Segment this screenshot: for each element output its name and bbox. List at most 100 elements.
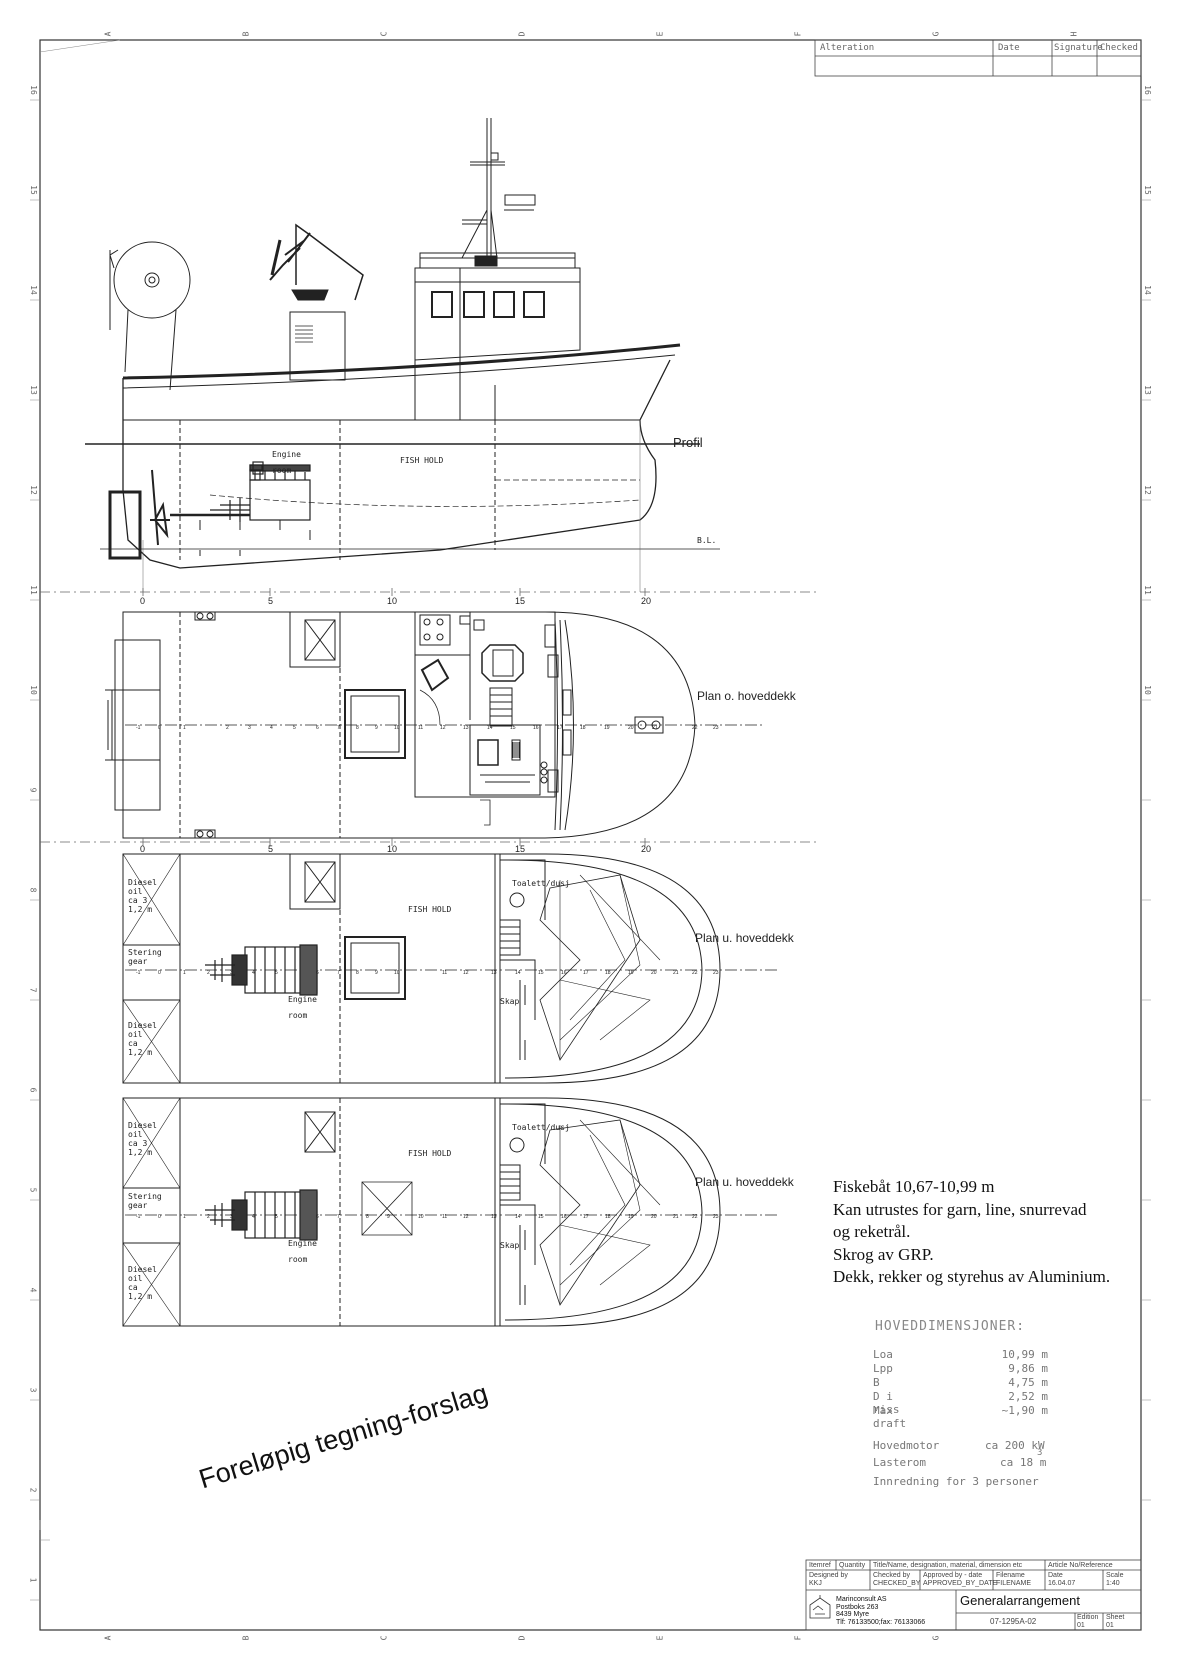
- lower-2-locker: Skap: [500, 1241, 520, 1250]
- lower1-frame-6: 6: [316, 970, 319, 976]
- lower-1-diesel-bottom: Diesel oil ca 1,2 m: [128, 1021, 157, 1057]
- profile-baseline: B.L.: [697, 536, 717, 545]
- lower1-frame-20: 20: [651, 970, 657, 976]
- lower-1-toilet: Toalett/dusj: [512, 879, 570, 888]
- lower2-frame-0: 0: [158, 1214, 161, 1220]
- accommodation-text: Innredning for 3 personer: [873, 1475, 1039, 1488]
- profile-view: [85, 118, 720, 569]
- lower2-frame-m1: -1: [136, 1214, 141, 1220]
- lower1-frame-22: 22: [692, 970, 698, 976]
- grid-number-12-right: 12: [1142, 485, 1152, 495]
- tb-drawing-number: 07-1295A-02: [990, 1617, 1037, 1626]
- lower2-frame-15: 15: [538, 1214, 544, 1220]
- upper-frame-0: 0: [158, 725, 161, 731]
- lower1-frame-3: 3: [230, 970, 233, 976]
- grid-number-8: 8: [28, 887, 38, 893]
- tb-date-label: Date: [1048, 1572, 1063, 1579]
- upper-frame-3: 3: [248, 725, 251, 731]
- lower2-frame-19: 19: [628, 1214, 634, 1220]
- lower1-frame-m1: -1: [136, 970, 141, 976]
- grid-number-11-right: 11: [1142, 585, 1152, 595]
- grid-letter-b: B: [241, 31, 251, 37]
- rev-header-signature: Signature: [1054, 43, 1103, 53]
- upper-frame-1: 1: [183, 725, 186, 731]
- grid-letter-d-bottom: D: [517, 1635, 527, 1641]
- rev-header-checked: Checked: [1100, 43, 1138, 53]
- grid-letter-e: E: [655, 31, 665, 37]
- grid-letter-e-bottom: E: [655, 1635, 665, 1641]
- tb-designed-by-label: Designed by: [809, 1572, 848, 1579]
- lower1-frame-18: 18: [605, 970, 611, 976]
- grid-number-16-right: 16: [1142, 85, 1152, 95]
- upper-frame-4: 4: [270, 725, 273, 731]
- upper-frame-10: 10: [394, 725, 400, 731]
- lower1-frame-9: 9: [375, 970, 378, 976]
- upper-deck-frame-scale: [40, 838, 820, 846]
- lower1-frame-14: 14: [515, 970, 521, 976]
- tb-edition: 01: [1077, 1622, 1085, 1629]
- tb-itemref: Itemref: [809, 1562, 831, 1569]
- tb-filename: FILENAME: [996, 1580, 1032, 1587]
- main-engine-label: Hovedmotor: [873, 1439, 940, 1452]
- title-block: [805, 1559, 1142, 1631]
- grid-letter-b-bottom: B: [241, 1635, 251, 1641]
- lower2-frame-23: 23: [713, 1214, 719, 1220]
- tb-article-header: Article No/Reference: [1048, 1562, 1113, 1569]
- grid-number-7: 7: [28, 987, 38, 993]
- cargo-hold-exponent: 3: [1037, 1448, 1043, 1458]
- lower-2-toilet: Toalett/dusj: [512, 1123, 570, 1132]
- lower-2-fish-hold: FISH HOLD: [408, 1149, 452, 1158]
- profile-fish-hold: FISH HOLD: [400, 456, 444, 465]
- description-line: Dekk, rekker og styrehus av Aluminium.: [833, 1267, 1111, 1286]
- lower2-frame-16: 16: [561, 1214, 567, 1220]
- upper-frame-8: 8: [356, 725, 359, 731]
- grid-number-9: 9: [28, 787, 38, 793]
- engine-profile: [170, 461, 311, 522]
- lower-1-fish-hold: FISH HOLD: [408, 905, 452, 914]
- upper-frame-7: 7: [337, 725, 340, 731]
- description-line: og reketrål.: [833, 1222, 911, 1241]
- engine-top-view-1: [205, 944, 318, 996]
- tb-filename-label: Filename: [996, 1572, 1025, 1579]
- corner-mark: [39, 39, 121, 53]
- profile-frame-10: 10: [387, 596, 398, 606]
- lower1-frame-7: 7: [337, 970, 340, 976]
- grid-letter-d: D: [517, 31, 527, 37]
- grid-number-4: 4: [28, 1287, 38, 1293]
- tb-date: 16.04.07: [1048, 1580, 1076, 1587]
- lower-2-diesel-bottom: Diesel oil ca 1,2 m: [128, 1265, 157, 1301]
- vessel-description: Fiskebåt 10,67-10,99 m Kan utrustes for …: [833, 1176, 1110, 1289]
- lower1-frame-17: 17: [583, 970, 589, 976]
- upper-scale-20: 20: [641, 844, 652, 854]
- upper-scale-5: 5: [268, 844, 274, 854]
- upper-frame-23: 23: [713, 725, 719, 731]
- tb-checked-by: CHECKED_BY: [873, 1580, 921, 1587]
- description-line: Skrog av GRP.: [833, 1244, 934, 1264]
- lower-2-diesel-top: Diesel oil ca 3 1,2 m: [128, 1121, 157, 1157]
- grid-letter-a-bottom: A: [103, 1635, 113, 1641]
- grid-number-5: 5: [28, 1187, 38, 1193]
- upper-frame-22: 22: [692, 725, 698, 731]
- lower2-frame-11: 11: [442, 1214, 448, 1220]
- lower2-frame-1: 1: [183, 1214, 186, 1220]
- tb-scale-label: Scale: [1106, 1572, 1124, 1579]
- grid-letter-f-bottom: F: [793, 1635, 803, 1641]
- lower-2-engine-room-line1: Engine: [288, 1239, 317, 1248]
- lower1-frame-19: 19: [628, 970, 634, 976]
- lower1-frame-10: 10: [394, 970, 400, 976]
- upper-frame-m1: -1: [136, 725, 141, 731]
- lower2-frame-13: 13: [491, 1214, 497, 1220]
- lower-1-engine-room-line2: room: [288, 1011, 308, 1020]
- lower-1-steering-gear: Stering gear: [128, 948, 162, 966]
- grid-letter-g: G: [931, 31, 941, 37]
- upper-deck-plan: [105, 611, 765, 839]
- lower-1-engine-room-line1: Engine: [288, 995, 317, 1004]
- upper-frame-6: 6: [316, 725, 319, 731]
- lower-deck-plan-1: [122, 853, 780, 1084]
- upper-scale-10: 10: [387, 844, 398, 854]
- lower1-frame-16: 16: [561, 970, 567, 976]
- profile-frame-5: 5: [268, 596, 274, 606]
- profile-frame-15: 15: [515, 596, 526, 606]
- grid-number-6: 6: [28, 1087, 38, 1093]
